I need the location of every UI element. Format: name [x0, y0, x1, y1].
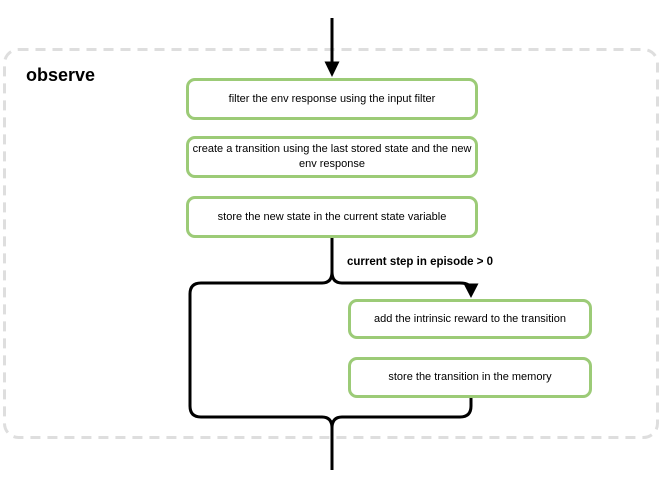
- diagram-title: observe: [26, 65, 96, 85]
- node-create-transition: create a transition using the last store…: [186, 136, 478, 178]
- node-filter-env-response-label: filter the env response using the input …: [228, 92, 436, 105]
- true-branch-arrowhead-icon: [463, 283, 479, 298]
- bypass-branch-line: [188, 271, 334, 429]
- node-store-transition-memory-label: store the transition in the memory: [388, 371, 552, 384]
- node-create-transition-label: create a transition using the last store…: [192, 143, 472, 170]
- entry-arrowhead-icon: [324, 61, 340, 77]
- condition-label: current step in episode > 0: [347, 256, 494, 268]
- merge-connector-line: [330, 398, 473, 429]
- node-filter-env-response: filter the env response using the input …: [186, 78, 478, 120]
- node-store-new-state-label: store the new state in the current state…: [217, 210, 447, 223]
- node-store-new-state: store the new state in the current state…: [186, 196, 478, 238]
- node-add-intrinsic-reward: add the intrinsic reward to the transiti…: [348, 299, 592, 339]
- node-add-intrinsic-reward-label: add the intrinsic reward to the transiti…: [374, 312, 566, 325]
- node-store-transition-memory: store the transition in the memory: [348, 357, 592, 398]
